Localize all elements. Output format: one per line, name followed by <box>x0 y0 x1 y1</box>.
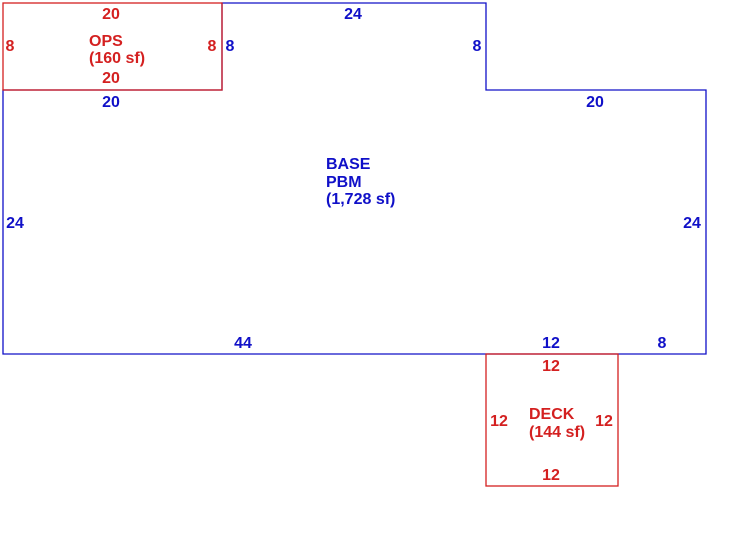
deck-area: (144 sf) <box>529 424 585 441</box>
base-dim-notch-left: 8 <box>226 38 235 55</box>
base-dim-bottom-left: 44 <box>234 335 252 352</box>
base-dim-upper-right: 20 <box>586 94 604 111</box>
base-area: (1,728 sf) <box>326 191 395 208</box>
deck-dim-left: 12 <box>490 413 508 430</box>
ops-dim-right: 8 <box>208 38 217 55</box>
base-name: BASE <box>326 156 371 173</box>
base-dim-right: 24 <box>683 215 701 232</box>
base-dim-bottom-mid: 12 <box>542 335 560 352</box>
base-dim-left: 24 <box>6 215 24 232</box>
ops-dim-bottom: 20 <box>102 70 120 87</box>
ops-area: (160 sf) <box>89 50 145 67</box>
base-dim-top: 24 <box>344 6 362 23</box>
deck-dim-top: 12 <box>542 358 560 375</box>
ops-dim-top: 20 <box>102 6 120 23</box>
ops-name: OPS <box>89 33 123 50</box>
deck-dim-bottom: 12 <box>542 467 560 484</box>
ops-outline <box>2 2 223 91</box>
base-dim-upper-left: 20 <box>102 94 120 111</box>
deck-name: DECK <box>529 406 575 423</box>
base-dim-bottom-right: 8 <box>658 335 667 352</box>
base-dim-notch-right: 8 <box>473 38 482 55</box>
base-code: PBM <box>326 174 362 191</box>
deck-dim-right: 12 <box>595 413 613 430</box>
ops-dim-left: 8 <box>6 38 15 55</box>
deck-outline <box>485 353 619 487</box>
